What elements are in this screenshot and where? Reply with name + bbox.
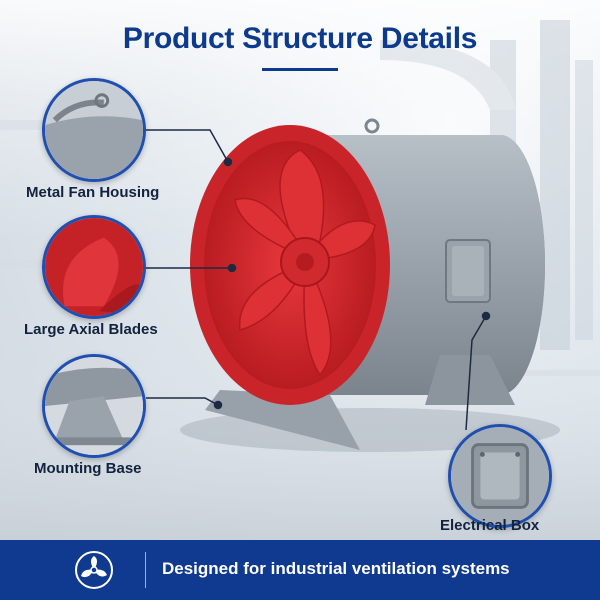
fan-icon [75,551,113,589]
blade-detail-icon [45,218,143,316]
base-detail-icon [45,357,143,455]
page-title: Product Structure Details [122,22,478,55]
title-underline [262,68,338,71]
callout-metal-fan-housing [42,78,146,182]
callout-mounting-base [42,354,146,458]
housing-detail-icon [45,81,143,179]
callout-electrical-box [448,424,552,528]
footer-divider [145,552,146,588]
callout-large-axial-blades [42,215,146,319]
label-large-axial-blades: Large Axial Blades [24,321,158,338]
label-electrical-box: Electrical Box [440,517,540,534]
electrical-box-detail-icon [451,427,549,525]
label-mounting-base: Mounting Base [34,460,142,477]
footer-text: Designed for industrial ventilation syst… [162,559,510,578]
footer-banner: Designed for industrial ventilation syst… [0,540,600,600]
label-metal-fan-housing: Metal Fan Housing [26,184,160,201]
